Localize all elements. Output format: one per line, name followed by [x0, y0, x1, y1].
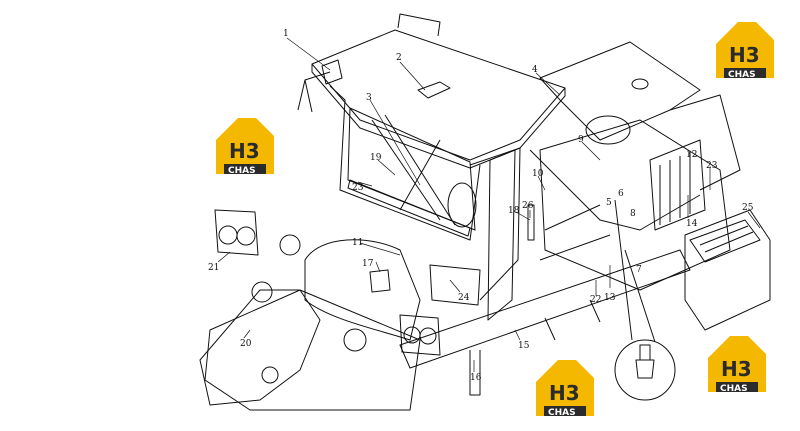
- logo-house-shape: [716, 22, 774, 78]
- battery-box: [684, 209, 771, 331]
- roof-lamp: [417, 81, 451, 99]
- callout-16: 16: [470, 373, 482, 383]
- pin-3: [279, 234, 301, 256]
- cab-roof: [311, 29, 566, 161]
- steering-wheel: [447, 182, 477, 228]
- logo-word: CHAS: [728, 70, 756, 80]
- callout-11: 11: [352, 238, 363, 248]
- front-chassis: [204, 289, 421, 411]
- callout-26: 26: [522, 201, 534, 211]
- callout-17: 17: [362, 259, 374, 269]
- pin-2: [343, 328, 367, 352]
- work-lamp-left-eye2: [236, 226, 256, 246]
- machine-drawing: [199, 13, 771, 411]
- logo-bottom-mid: H3 CHAS: [536, 360, 594, 418]
- cab-side-frame: [469, 147, 521, 301]
- callout-15: 15: [518, 341, 530, 351]
- callout-20: 20: [240, 339, 252, 349]
- mirror-arm: [297, 71, 331, 113]
- logo-word-band: [544, 406, 586, 416]
- front-fender: [304, 239, 421, 341]
- callout-7: 7: [636, 265, 642, 275]
- logo-mark: H3: [729, 43, 760, 67]
- callout-23a: 23: [352, 183, 364, 193]
- work-lamp-left-eye1: [218, 225, 238, 245]
- engine-grill: [649, 139, 706, 231]
- logo-word: CHAS: [228, 166, 256, 176]
- callout-3: 3: [366, 93, 372, 103]
- frame-brackets: [469, 299, 601, 396]
- leader-lines: [217, 37, 761, 372]
- rear-hood: [539, 41, 701, 141]
- logo-word: CHAS: [548, 408, 576, 418]
- callout-19: 19: [370, 153, 382, 163]
- hood-cap: [631, 78, 649, 90]
- callout-2: 2: [396, 53, 402, 63]
- callout-24: 24: [458, 293, 470, 303]
- callout-14: 14: [686, 219, 698, 229]
- logo-bottom-right: H3 CHAS: [708, 336, 766, 394]
- logo-word-band: [716, 382, 758, 392]
- callout-22: 22: [590, 295, 601, 305]
- callout-8: 8: [630, 209, 636, 219]
- work-lamp-left: [214, 209, 259, 256]
- logo-house-shape: [708, 336, 766, 392]
- work-lamp-right: [399, 314, 441, 356]
- rear-hood-side: [669, 94, 741, 191]
- work-lamp-right-eye2: [419, 327, 437, 345]
- logo-word-band: [224, 164, 266, 174]
- cab-windshield: [347, 107, 476, 231]
- callout-4: 4: [532, 65, 538, 75]
- cab-front-frame: [329, 85, 481, 241]
- main-frame: [399, 249, 691, 369]
- logo-word: CHAS: [720, 384, 748, 394]
- callout-13: 13: [604, 293, 616, 303]
- engine-box: [539, 119, 731, 291]
- battery-cells: [699, 225, 754, 253]
- sensor-detail: [635, 344, 655, 379]
- cab-door: [487, 149, 516, 321]
- wire-harness: [529, 149, 701, 261]
- battery-top: [689, 219, 761, 263]
- sensor-leader: [614, 199, 656, 343]
- logo-mark: H3: [229, 139, 260, 163]
- logo-top-right: H3 CHAS: [716, 22, 774, 80]
- roof-handle: [397, 13, 441, 37]
- logo-house-shape: [536, 360, 594, 416]
- front-grill: [429, 264, 481, 306]
- pin-1: [251, 281, 273, 303]
- component-17: [369, 269, 391, 293]
- engine-opening: [585, 115, 631, 145]
- callout-6: 6: [618, 189, 624, 199]
- logo-left: H3 CHAS: [216, 118, 274, 176]
- lift-arms: [199, 289, 321, 406]
- logo-mark: H3: [549, 381, 580, 405]
- logo-mark: H3: [721, 357, 752, 381]
- logo-word-band: [724, 68, 766, 78]
- callout-labels: 1 2 3 4 9 10 11 12 13 14 15 16 17 18 19 …: [208, 29, 754, 383]
- callout-18: 18: [508, 206, 520, 216]
- callout-25: 25: [742, 203, 754, 213]
- callout-9: 9: [578, 135, 584, 145]
- wiper-lines: [371, 114, 456, 226]
- callout-23b: 23: [706, 161, 718, 171]
- logo-house-shape: [216, 118, 274, 174]
- sensor-detail-circle: [614, 339, 676, 401]
- dash-bar: [347, 179, 471, 237]
- callout-12: 12: [686, 150, 697, 160]
- switch-18: [527, 204, 535, 241]
- callout-5: 5: [606, 198, 612, 208]
- callout-21: 21: [208, 263, 219, 273]
- callout-1: 1: [283, 29, 289, 39]
- mirror: [321, 59, 343, 85]
- callout-10: 10: [532, 169, 544, 179]
- pin-4: [261, 366, 279, 384]
